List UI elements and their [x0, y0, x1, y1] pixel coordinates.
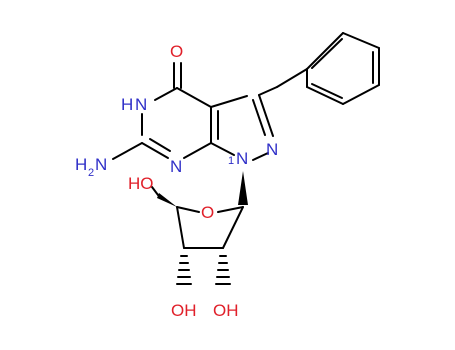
- phenyl-ring: [276, 32, 380, 105]
- ring-nitrogen-n2-label: N: [266, 140, 278, 159]
- ring-nitrogen-n1-label: N: [236, 149, 248, 168]
- hash-bond-c3: [176, 255, 192, 285]
- amino-nitrogen-label: N: [95, 155, 107, 174]
- atom-labels: O H N H 2 N N 1 N N HO O OH OH: [75, 42, 278, 320]
- hydroxymethyl-oh-label: HO: [128, 174, 154, 193]
- carbonyl-oxygen-label: O: [170, 42, 183, 61]
- hash-bond-c2: [215, 255, 231, 285]
- amino-subscript-label: 2: [88, 167, 94, 179]
- ring-nitrogen-n7-label: N: [170, 157, 182, 176]
- c3-hydroxyl-label: OH: [171, 301, 197, 320]
- nh-nitrogen-label: N: [135, 95, 147, 114]
- ring-oxygen-label: O: [201, 203, 214, 222]
- nh-hydrogen-label: H: [121, 95, 133, 114]
- n1-locant-label: 1: [228, 155, 234, 167]
- amino-hydrogen-label: H: [75, 155, 87, 174]
- ribose-bonds: [151, 171, 248, 285]
- core-bonds: [112, 62, 278, 161]
- c2-hydroxyl-label: OH: [213, 301, 239, 320]
